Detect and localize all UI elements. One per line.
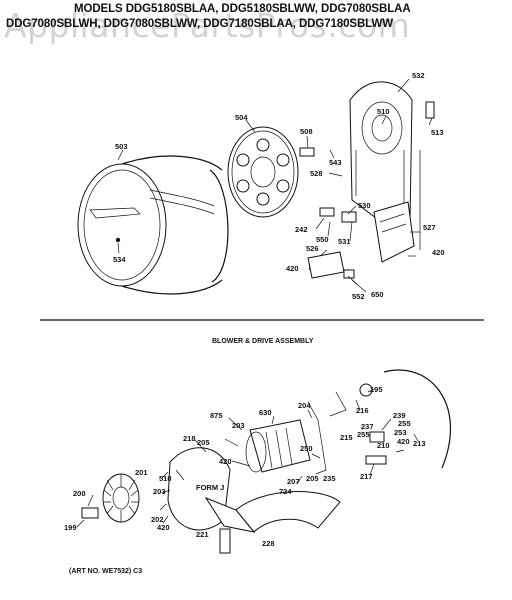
callout-532: 532 <box>412 71 425 80</box>
callout-218: 218 <box>183 434 196 443</box>
callout-201: 201 <box>135 468 148 477</box>
callout-203-a: 203 <box>232 421 245 430</box>
drum <box>77 155 229 295</box>
blower-drive-drawing <box>76 369 452 554</box>
drum-assembly-drawing <box>77 78 435 295</box>
callout-630: 630 <box>259 408 272 417</box>
callout-255-b: 255 <box>357 430 370 439</box>
callout-530: 530 <box>358 201 371 210</box>
top-callouts: 532 510 513 504 508 503 543 528 530 242 … <box>113 71 445 301</box>
callout-510-b: 510 <box>159 474 172 483</box>
callout-235: 235 <box>323 474 336 483</box>
callout-205-a: 205 <box>197 438 210 447</box>
callout-200: 200 <box>73 489 86 498</box>
callout-420-a: 420 <box>286 264 299 273</box>
callout-875: 875 <box>210 411 223 420</box>
callout-255-a: 255 <box>398 419 411 428</box>
callout-215: 215 <box>340 433 353 442</box>
callout-210: 210 <box>377 441 390 450</box>
callout-199: 199 <box>64 523 77 532</box>
blower-wheel <box>102 473 140 523</box>
callout-205-b: 205 <box>306 474 319 483</box>
callout-216: 216 <box>356 406 369 415</box>
models-line-2: DDG7080SBLWH, DDG7080SBLWW, DDG7180SBLAA… <box>6 18 393 30</box>
callout-207: 207 <box>287 477 300 486</box>
callout-202: 202 <box>151 515 164 524</box>
drive-motor <box>249 419 311 473</box>
callout-724: 724 <box>279 487 292 496</box>
callout-504: 504 <box>235 113 248 122</box>
callout-503: 503 <box>115 142 128 151</box>
callout-420-c: 420 <box>397 437 410 446</box>
callout-543: 543 <box>329 158 342 167</box>
callout-513: 513 <box>431 128 444 137</box>
callout-242: 242 <box>295 225 308 234</box>
drum-front-bulkhead <box>227 126 299 218</box>
callout-526: 526 <box>306 244 319 253</box>
callout-221: 221 <box>196 530 209 539</box>
section-title: BLOWER & DRIVE ASSEMBLY <box>212 338 314 345</box>
watermark: AppliancePartsPros.com <box>4 6 411 45</box>
callout-195: 195 <box>370 385 383 394</box>
callout-250: 250 <box>300 444 313 453</box>
motor-cylinder <box>307 251 345 279</box>
callout-213: 213 <box>413 439 426 448</box>
callout-534: 534 <box>113 255 126 264</box>
callout-253: 253 <box>394 428 407 437</box>
callout-552: 552 <box>352 292 365 301</box>
drive-belt-arc <box>383 369 452 469</box>
callout-420-d: 420 <box>219 457 232 466</box>
blower-housing <box>373 201 415 263</box>
callout-217: 217 <box>360 472 373 481</box>
exhaust-duct <box>235 491 341 533</box>
header: AppliancePartsPros.com MODELS DDG5180SBL… <box>0 0 512 46</box>
callout-508: 508 <box>300 127 313 136</box>
callout-510: 510 <box>377 107 390 116</box>
form-j-label: FORM J <box>196 483 224 492</box>
callout-531: 531 <box>338 237 351 246</box>
callout-527: 527 <box>423 223 436 232</box>
callout-650: 650 <box>371 290 384 299</box>
callout-420-b: 420 <box>432 248 445 257</box>
art-number-footer: (ART NO. WE7532) C3 <box>69 568 142 575</box>
callout-420-e: 420 <box>157 523 170 532</box>
bottom-callouts: 195 216 239 237 255 253 255 875 630 204 … <box>64 385 426 548</box>
callout-528: 528 <box>310 169 323 178</box>
callout-237: 237 <box>361 422 374 431</box>
callout-550: 550 <box>316 235 329 244</box>
callout-228: 228 <box>262 539 275 548</box>
callout-204: 204 <box>298 401 311 410</box>
callout-239: 239 <box>393 411 406 420</box>
callout-203-b: 203 <box>153 487 166 496</box>
models-line-1: MODELS DDG5180SBLAA, DDG5180SBLWW, DDG70… <box>74 3 411 15</box>
